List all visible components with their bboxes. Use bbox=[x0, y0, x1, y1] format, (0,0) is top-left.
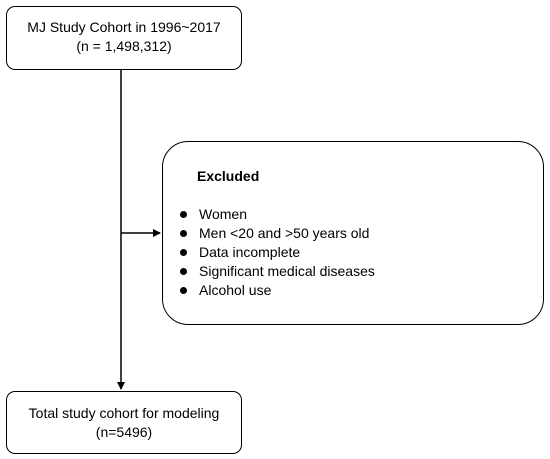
excluded-box: Excluded Women Men <20 and >50 years old… bbox=[162, 141, 544, 325]
excluded-item: Data incomplete bbox=[180, 243, 375, 262]
excluded-item-label: Alcohol use bbox=[199, 282, 272, 298]
excluded-item: Women bbox=[180, 205, 375, 224]
study-cohort-count: (n = 1,498,312) bbox=[76, 38, 172, 54]
study-cohort-title: MJ Study Cohort in 1996~2017 bbox=[27, 19, 221, 35]
final-cohort-title: Total study cohort for modeling bbox=[28, 405, 220, 421]
bullet-icon bbox=[180, 211, 187, 218]
excluded-item-label: Data incomplete bbox=[199, 244, 301, 260]
excluded-list: Women Men <20 and >50 years old Data inc… bbox=[180, 205, 375, 300]
final-cohort-box: Total study cohort for modeling (n=5496) bbox=[6, 391, 242, 454]
excluded-title: Excluded bbox=[197, 168, 260, 184]
final-cohort-count: (n=5496) bbox=[95, 424, 153, 440]
excluded-item: Men <20 and >50 years old bbox=[180, 224, 375, 243]
excluded-item: Alcohol use bbox=[180, 281, 375, 300]
excluded-item-label: Women bbox=[199, 206, 247, 222]
excluded-item: Significant medical diseases bbox=[180, 262, 375, 281]
bullet-icon bbox=[180, 287, 187, 294]
study-cohort-box: MJ Study Cohort in 1996~2017 (n = 1,498,… bbox=[6, 6, 242, 70]
excluded-item-label: Significant medical diseases bbox=[199, 263, 375, 279]
bullet-icon bbox=[180, 249, 187, 256]
bullet-icon bbox=[180, 268, 187, 275]
bullet-icon bbox=[180, 230, 187, 237]
excluded-item-label: Men <20 and >50 years old bbox=[199, 225, 370, 241]
